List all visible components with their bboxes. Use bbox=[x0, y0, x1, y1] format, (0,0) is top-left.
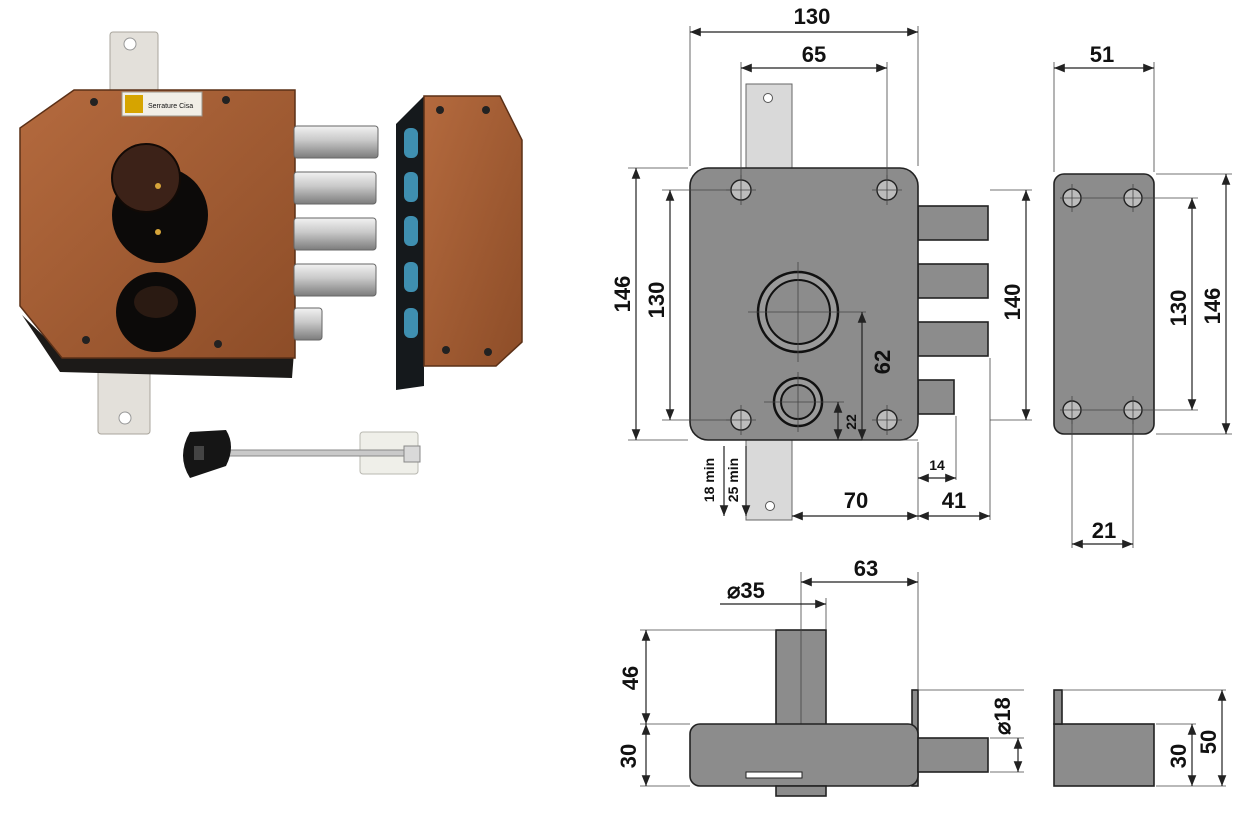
lock-body-shadow bbox=[22, 315, 294, 378]
drawing-latch bbox=[917, 379, 955, 415]
key-bow bbox=[183, 430, 231, 478]
screw-icon bbox=[436, 106, 444, 114]
label-hole-spacing-h: 65 bbox=[802, 42, 826, 67]
strike-plate-photo bbox=[396, 95, 523, 390]
top-plate-hole bbox=[123, 37, 137, 51]
strike-plate-front bbox=[423, 95, 523, 367]
label-41: 41 bbox=[942, 488, 966, 513]
strike-slot bbox=[404, 216, 418, 246]
drawing-bolt bbox=[917, 263, 989, 299]
lock-photo: Serrature Cisa bbox=[19, 31, 379, 435]
top-key-slot bbox=[745, 771, 803, 779]
bottom-plate-hole bbox=[118, 411, 132, 425]
top-view: ⌀35 63 46 30 ⌀18 30 50 bbox=[616, 556, 1227, 797]
label-hole-spacing-v: 130 bbox=[644, 282, 669, 319]
top-cylinder-stub bbox=[775, 785, 827, 797]
top-body bbox=[689, 723, 919, 787]
label-lower-cyl-offset: 22 bbox=[843, 414, 859, 430]
screw-icon bbox=[90, 98, 98, 106]
drawing-bolt bbox=[917, 205, 989, 241]
screw-icon bbox=[82, 336, 90, 344]
label-14: 14 bbox=[929, 457, 945, 473]
upper-cylinder-knob bbox=[111, 143, 181, 213]
screw-icon bbox=[484, 348, 492, 356]
front-bottom-plate-hole bbox=[765, 501, 775, 511]
front-bottom-plate bbox=[745, 439, 793, 521]
strike-slot bbox=[404, 172, 418, 202]
strike-slot bbox=[404, 308, 418, 338]
label-height-total: 146 bbox=[610, 276, 635, 313]
front-extension-lines bbox=[628, 26, 1032, 520]
label-diam-18: ⌀18 bbox=[990, 697, 1015, 735]
strike-slot bbox=[404, 128, 418, 158]
key-bow-detail bbox=[194, 446, 204, 460]
label-25min: 25 min bbox=[725, 458, 741, 502]
label-side-height-holes: 130 bbox=[1166, 290, 1191, 327]
side-view: 51 130 146 21 bbox=[1053, 42, 1232, 549]
upper-cylinder-pin bbox=[155, 183, 161, 189]
top-side-body bbox=[1053, 723, 1155, 787]
lower-cylinder-keyway bbox=[134, 286, 178, 318]
key-shaft bbox=[227, 449, 421, 457]
side-body bbox=[1053, 173, 1155, 435]
front-top-plate-hole bbox=[763, 93, 773, 103]
brand-plate-text: Serrature Cisa bbox=[148, 103, 193, 110]
bolt bbox=[293, 125, 379, 159]
front-view: 130 65 146 130 140 62 22 14 70 41 18 min… bbox=[610, 4, 1032, 521]
label-offset-63: 63 bbox=[854, 556, 878, 581]
label-proj-46: 46 bbox=[618, 666, 643, 690]
top-side-flange bbox=[1053, 689, 1063, 725]
bolt bbox=[293, 217, 377, 251]
label-side-21: 21 bbox=[1092, 518, 1116, 543]
label-depth-30: 30 bbox=[616, 744, 641, 768]
top-bolt bbox=[917, 737, 989, 773]
label-front-width: 130 bbox=[794, 4, 831, 29]
label-side-width: 51 bbox=[1090, 42, 1114, 67]
upper-cylinder-pin bbox=[155, 229, 161, 235]
brand-logo bbox=[125, 95, 143, 113]
strike-slot bbox=[404, 262, 418, 292]
screw-icon bbox=[214, 340, 222, 348]
label-side-depth-50: 50 bbox=[1196, 730, 1221, 754]
key-bit bbox=[403, 445, 421, 463]
screw-icon bbox=[442, 346, 450, 354]
label-side-height-total: 146 bbox=[1200, 288, 1225, 325]
label-18min: 18 min bbox=[701, 458, 717, 502]
side-extension-lines bbox=[1053, 62, 1232, 548]
drawing-bolt bbox=[917, 321, 989, 357]
label-cyl-offset: 62 bbox=[870, 350, 895, 374]
label-bolt-span: 140 bbox=[1000, 284, 1025, 321]
key-icon bbox=[183, 430, 421, 478]
label-side-depth-30: 30 bbox=[1166, 744, 1191, 768]
bolt bbox=[293, 263, 377, 297]
bolt bbox=[293, 171, 377, 205]
latch-bolt bbox=[293, 307, 323, 341]
label-70: 70 bbox=[844, 488, 868, 513]
screw-icon bbox=[482, 106, 490, 114]
screw-icon bbox=[222, 96, 230, 104]
front-cylinder-crosshairs bbox=[748, 262, 866, 432]
label-diam-35: ⌀35 bbox=[727, 578, 765, 603]
